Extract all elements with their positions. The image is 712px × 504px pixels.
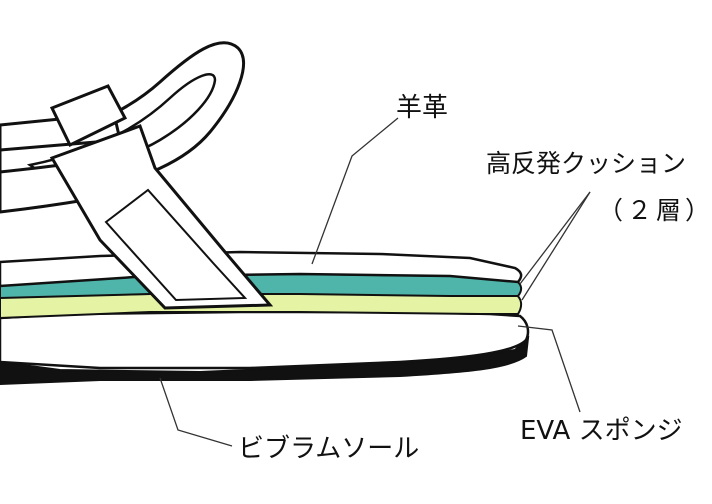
label-eva-sponge: EVA スポンジ <box>520 416 683 446</box>
leader-cushion-teal <box>519 191 591 285</box>
label-cushion: 高反発クッション <box>486 149 687 178</box>
label-vibram-sole: ビブラムソール <box>238 434 420 464</box>
label-leather: 羊革 <box>396 93 449 123</box>
front-strap-panel <box>104 188 248 302</box>
eva-midsole <box>0 310 530 370</box>
strap-keeper <box>49 84 128 148</box>
leader-eva <box>517 325 581 413</box>
leader-cushion-yellow <box>521 191 591 301</box>
label-cushion-layers: （２層） <box>598 196 712 225</box>
leader-leather <box>311 117 399 265</box>
leader-vibram <box>159 377 233 447</box>
